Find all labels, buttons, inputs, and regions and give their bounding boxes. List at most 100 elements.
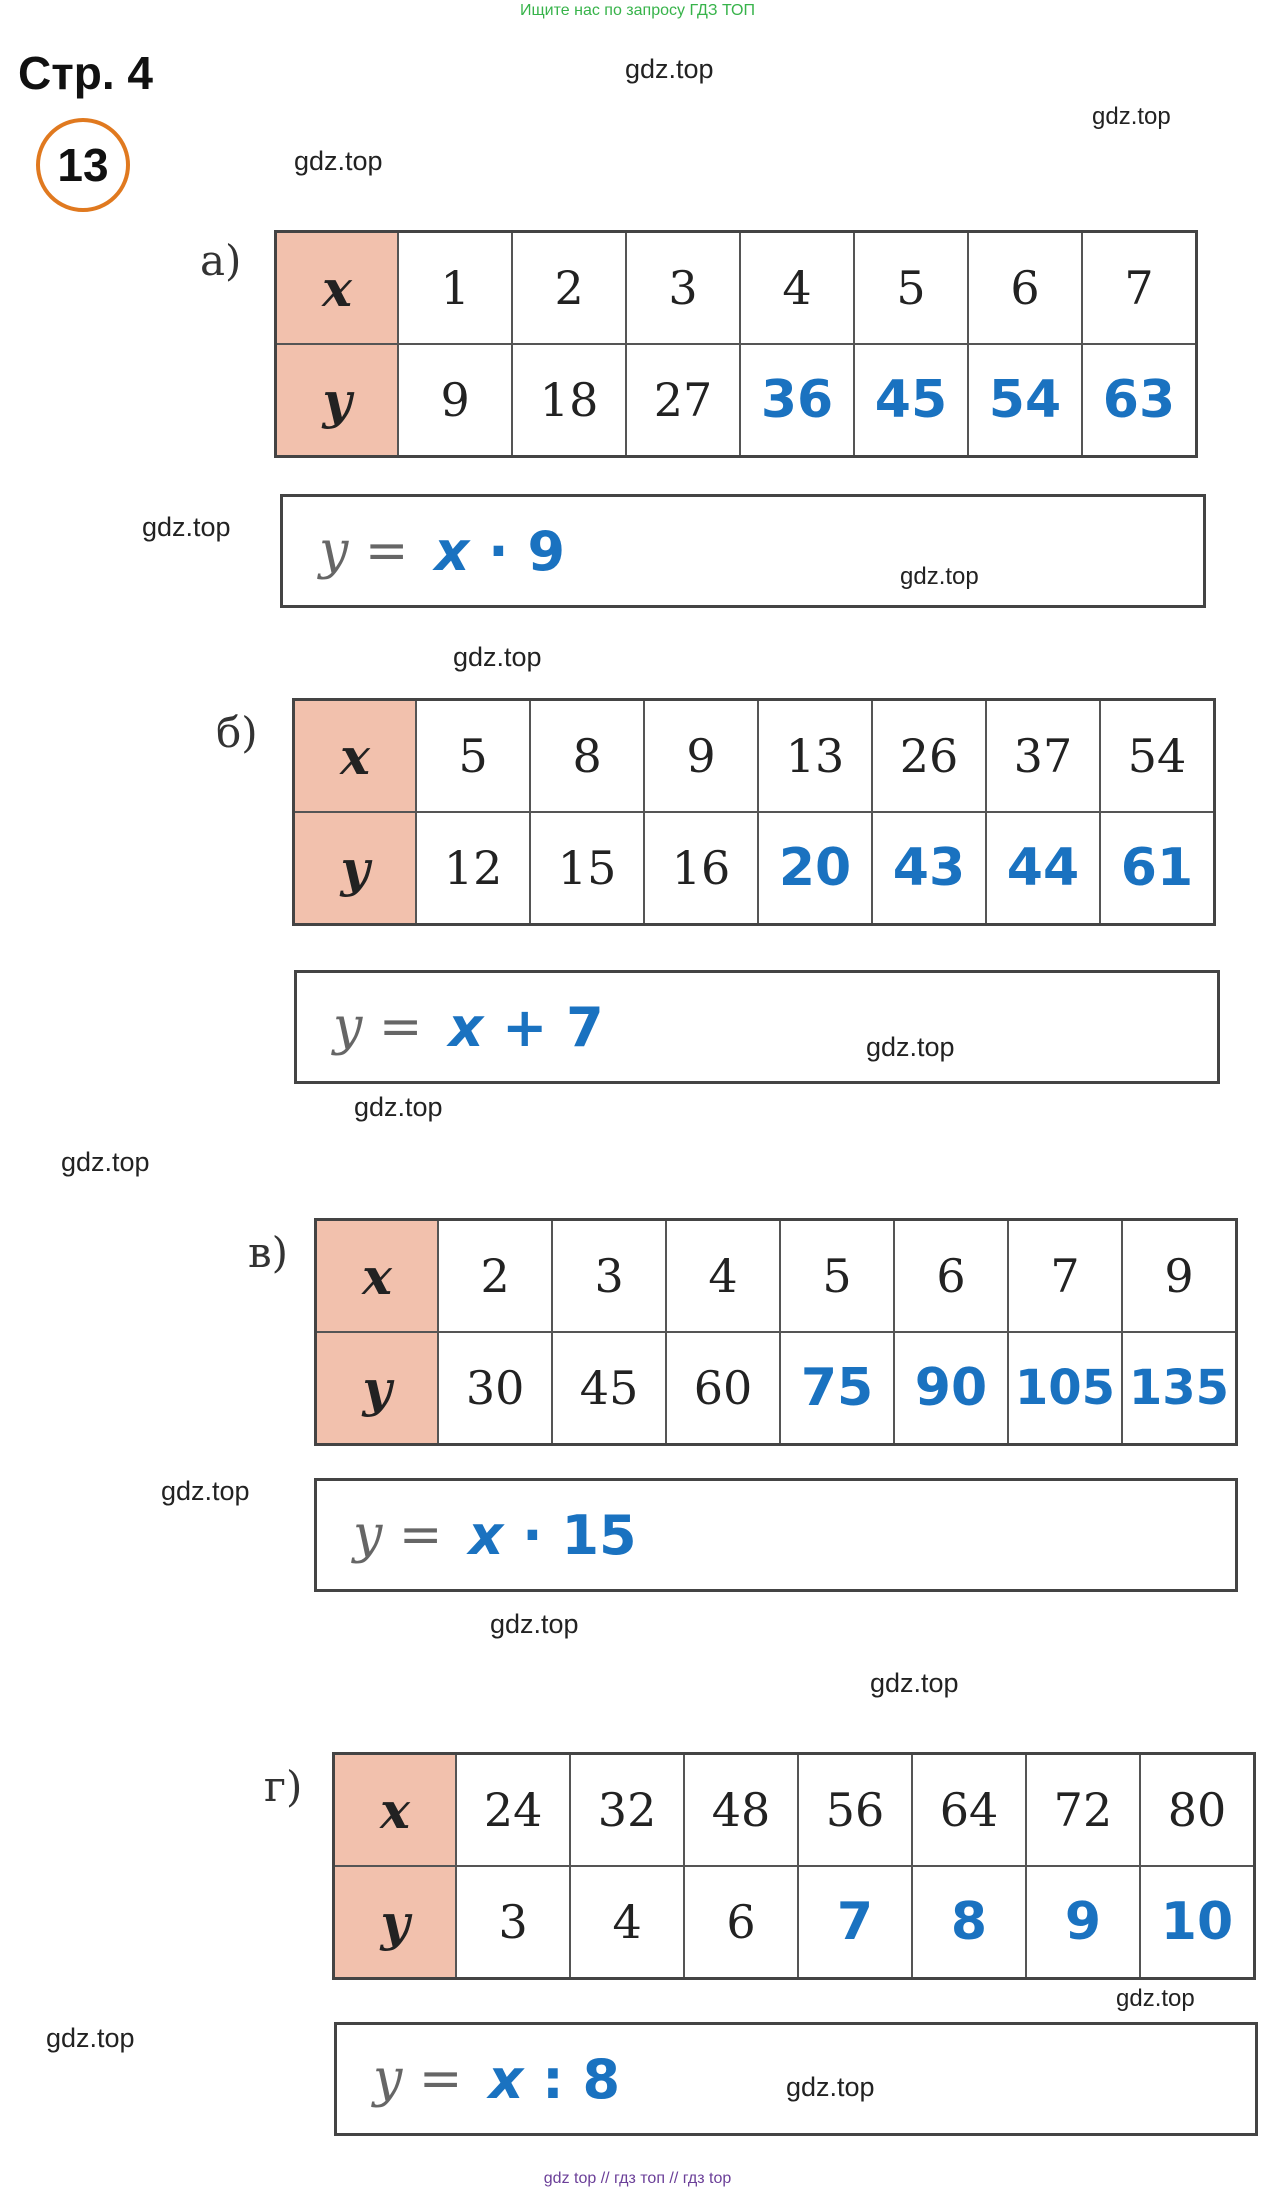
x-row: x 5 8 9 13 26 37 54 — [292, 698, 1216, 813]
y-row: y 30 45 60 75 90 105 135 — [314, 1331, 1238, 1446]
watermark: gdz.top — [61, 1147, 150, 1177]
x-cell: 2 — [511, 230, 628, 345]
y-cell: 16 — [643, 811, 760, 926]
watermark: gdz.top — [142, 512, 231, 542]
y-cell: 18 — [511, 343, 628, 458]
page-title: Стр. 4 — [18, 47, 153, 99]
y-answer-cell: 36 — [739, 343, 855, 458]
formula-answer: x · 9 — [434, 520, 565, 583]
part-label: б) — [216, 708, 258, 757]
watermark: gdz.top — [453, 642, 542, 672]
x-cell: 80 — [1138, 1752, 1256, 1867]
formula-box: y = x + 7 — [294, 970, 1220, 1084]
y-answer-cell: 75 — [779, 1331, 895, 1446]
y-row: y 9 18 27 36 45 54 63 — [274, 343, 1198, 458]
y-answer-cell: 9 — [1024, 1865, 1141, 1980]
formula-box: y = x · 15 — [314, 1478, 1238, 1592]
y-cell: 4 — [569, 1865, 686, 1980]
x-cell: 64 — [911, 1752, 1027, 1867]
y-answer-cell: 61 — [1098, 811, 1216, 926]
value-table: x 5 8 9 13 26 37 54 y 12 15 16 20 43 44 … — [292, 698, 1216, 926]
watermark: gdz.top — [354, 1092, 443, 1122]
x-cell: 13 — [757, 698, 873, 813]
y-answer-cell: 45 — [853, 343, 969, 458]
y-answer-cell: 90 — [893, 1331, 1009, 1446]
watermark: gdz.top — [625, 54, 714, 84]
x-cell: 37 — [984, 698, 1101, 813]
x-cell: 5 — [853, 230, 969, 345]
formula-operation: + 7 — [483, 995, 604, 1059]
x-cell: 6 — [893, 1218, 1009, 1333]
y-cell: 60 — [665, 1331, 782, 1446]
y-answer-cell: 43 — [871, 811, 987, 926]
formula-variable: x — [448, 995, 484, 1059]
y-answer-cell: 54 — [966, 343, 1083, 458]
watermark: gdz.top — [161, 1476, 250, 1506]
y-header-cell: y — [332, 1865, 458, 1980]
x-cell: 5 — [415, 698, 532, 813]
top-banner[interactable]: Ищите нас по запросу ГДЗ ТОП — [520, 2, 755, 19]
x-cell: 1 — [397, 230, 514, 345]
x-cell: 48 — [683, 1752, 800, 1867]
part-label: г) — [264, 1762, 303, 1811]
x-row: x 2 3 4 5 6 7 9 — [314, 1218, 1238, 1333]
x-header-cell: x — [274, 230, 400, 345]
formula-operation: : 8 — [523, 2047, 621, 2111]
bottom-banner[interactable]: gdz top // гдз топ // гдз top — [543, 2170, 732, 2187]
y-cell: 15 — [529, 811, 646, 926]
x-cell: 32 — [569, 1752, 686, 1867]
x-cell: 4 — [665, 1218, 782, 1333]
y-header-cell: y — [292, 811, 418, 926]
y-answer-cell: 8 — [911, 1865, 1027, 1980]
x-cell: 56 — [797, 1752, 913, 1867]
x-row: x 24 32 48 56 64 72 80 — [332, 1752, 1256, 1867]
watermark: gdz.top — [786, 2072, 875, 2102]
y-row: y 3 4 6 7 8 9 10 — [332, 1865, 1256, 1980]
formula-answer: x + 7 — [448, 996, 603, 1059]
x-cell: 9 — [643, 698, 760, 813]
formula-lhs: y = — [319, 521, 409, 581]
formula-lhs: y = — [333, 997, 423, 1057]
x-cell: 4 — [739, 230, 855, 345]
x-header-cell: x — [292, 698, 418, 813]
x-header-cell: x — [314, 1218, 440, 1333]
x-cell: 6 — [966, 230, 1083, 345]
x-cell: 8 — [529, 698, 646, 813]
y-answer-cell: 63 — [1080, 343, 1198, 458]
x-cell: 26 — [871, 698, 987, 813]
watermark: gdz.top — [294, 146, 383, 176]
x-cell: 5 — [779, 1218, 895, 1333]
x-cell: 7 — [1080, 230, 1198, 345]
y-cell: 12 — [415, 811, 532, 926]
watermark: gdz.top — [1116, 1985, 1195, 2012]
formula-answer: x · 15 — [468, 1504, 636, 1567]
y-answer-cell: 135 — [1120, 1331, 1238, 1446]
x-cell: 9 — [1120, 1218, 1238, 1333]
y-answer-cell: 105 — [1006, 1331, 1123, 1446]
y-cell: 30 — [437, 1331, 554, 1446]
y-cell: 3 — [455, 1865, 572, 1980]
x-cell: 3 — [625, 230, 742, 345]
x-cell: 54 — [1098, 698, 1216, 813]
watermark: gdz.top — [46, 2023, 135, 2053]
watermark: gdz.top — [866, 1032, 955, 1062]
exercise-number-badge: 13 — [36, 118, 130, 212]
x-cell: 2 — [437, 1218, 554, 1333]
watermark: gdz.top — [870, 1668, 959, 1698]
part-label: в) — [248, 1228, 289, 1277]
formula-box: y = x · 9 — [280, 494, 1206, 608]
watermark: gdz.top — [900, 563, 979, 590]
formula-variable: x — [434, 519, 470, 583]
watermark: gdz.top — [1092, 103, 1171, 130]
formula-operation: · 15 — [503, 1503, 637, 1567]
y-cell: 45 — [551, 1331, 668, 1446]
formula-operation: · 9 — [469, 519, 566, 583]
x-cell: 3 — [551, 1218, 668, 1333]
formula-variable: x — [488, 2047, 524, 2111]
value-table: x 24 32 48 56 64 72 80 y 3 4 6 7 8 9 10 — [332, 1752, 1256, 1980]
y-answer-cell: 20 — [757, 811, 873, 926]
y-answer-cell: 7 — [797, 1865, 913, 1980]
y-header-cell: y — [314, 1331, 440, 1446]
y-header-cell: y — [274, 343, 400, 458]
value-table: x 1 2 3 4 5 6 7 y 9 18 27 36 45 54 63 — [274, 230, 1198, 458]
